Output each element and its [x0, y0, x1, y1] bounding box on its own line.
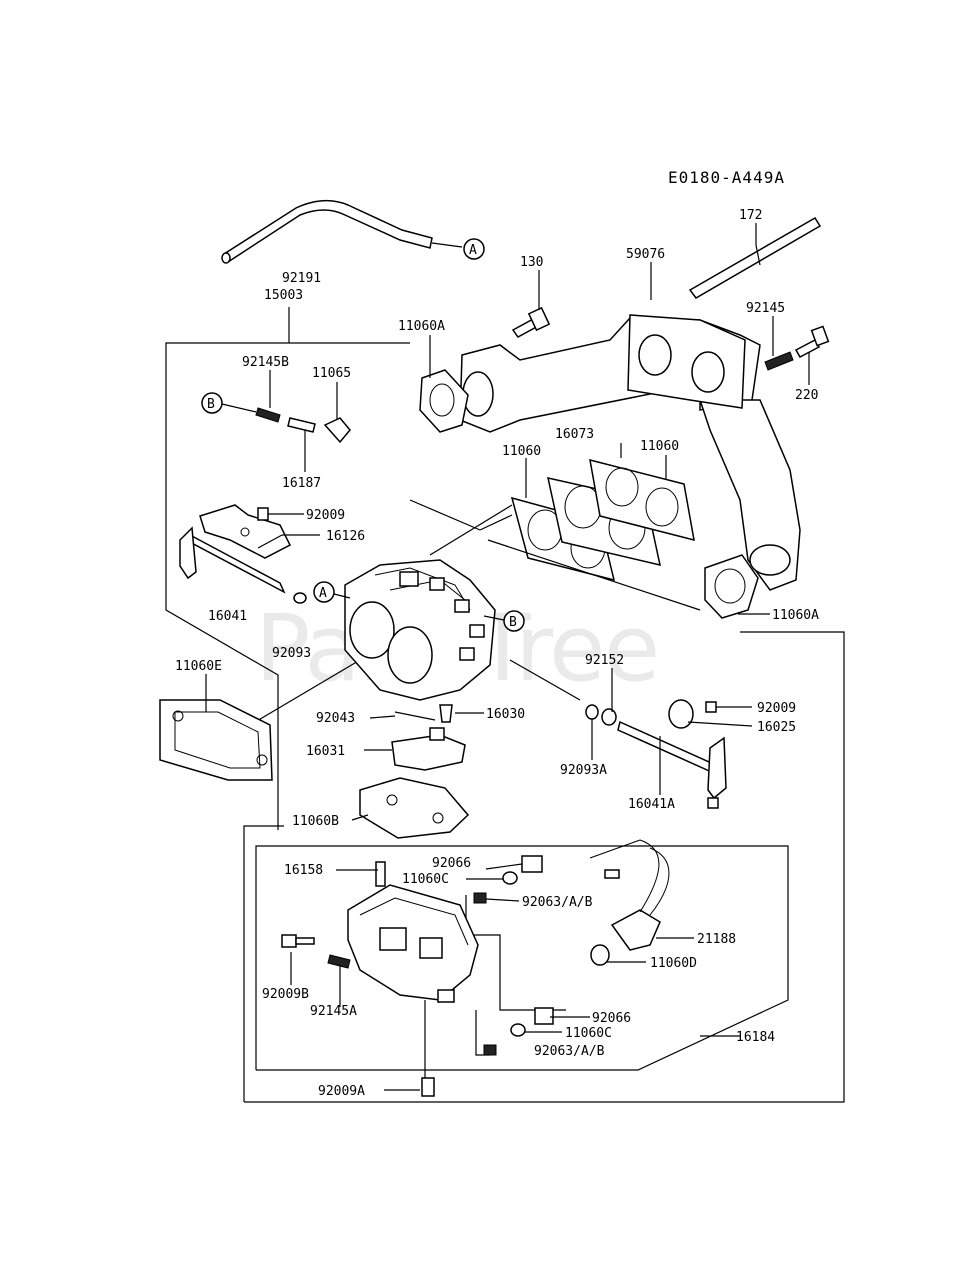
ref-marker-b-carb: B [483, 610, 525, 632]
carburetor-body [344, 559, 496, 701]
float-16031 [391, 727, 466, 771]
gasket-11060a-right [704, 554, 759, 619]
label-92145: 92145 [746, 301, 785, 316]
label-59076: 59076 [626, 247, 665, 262]
washer-92093a [585, 704, 599, 720]
svg-text:B: B [207, 397, 215, 412]
washer-11060c-bot [510, 1023, 526, 1037]
label-92093a: 92093A [560, 763, 607, 778]
choke-plate-16126 [199, 504, 292, 559]
stud-172 [688, 216, 822, 299]
label-11060-left: 11060 [502, 444, 541, 459]
label-16031: 16031 [306, 744, 345, 759]
ref-marker-a-top: A [463, 238, 485, 260]
leader-lines [205, 223, 810, 1091]
label-92066-top: 92066 [432, 856, 471, 871]
label-92063-top: 92063/A/B [522, 895, 593, 910]
label-92093: 92093 [272, 646, 311, 661]
label-11060a-top: 11060A [398, 319, 445, 334]
washer-11060c-top [502, 871, 518, 885]
label-92152: 92152 [585, 653, 624, 668]
label-92009a: 92009A [318, 1084, 365, 1099]
plug-92066-bot [534, 1007, 554, 1025]
label-11060e: 11060E [175, 659, 222, 674]
label-92043: 92043 [316, 711, 355, 726]
seal-92152 [601, 708, 617, 726]
screw-92009a [421, 1077, 435, 1097]
plug-92066-top [521, 855, 543, 873]
screw-92009-right [705, 701, 717, 713]
label-11060b: 11060B [292, 814, 339, 829]
ref-marker-a-carb: A [313, 581, 351, 603]
label-92066-bot: 92066 [592, 1011, 631, 1026]
label-15003: 15003 [264, 288, 303, 303]
gasket-11060a-top [419, 369, 469, 433]
part-labels: 172 59076 130 92145 220 92191 15003 1106… [175, 208, 819, 1099]
diagram-code: E0180-A449A [668, 168, 785, 187]
label-92009-top: 92009 [306, 508, 345, 523]
spring-92145a [327, 954, 351, 969]
gasket-11060-right [589, 458, 695, 542]
jet-16158 [375, 861, 386, 887]
flange-59076 [627, 314, 746, 409]
svg-text:B: B [509, 615, 517, 630]
float-chamber [347, 884, 479, 1003]
label-16158: 16158 [284, 863, 323, 878]
label-172: 172 [739, 208, 762, 223]
bolt-220 [794, 325, 830, 359]
bolt-130 [511, 306, 551, 338]
label-16187: 16187 [282, 476, 321, 491]
label-92145b: 92145B [242, 355, 289, 370]
fuel-hose [221, 199, 463, 264]
label-11060-right: 11060 [640, 439, 679, 454]
solenoid-21188 [589, 839, 670, 951]
spring-92145 [764, 351, 794, 371]
label-92063-bot: 92063/A/B [534, 1044, 605, 1059]
cap-11065 [323, 417, 351, 444]
washer-92093 [293, 592, 307, 604]
label-16126: 16126 [326, 529, 365, 544]
spring-92145b [255, 407, 281, 423]
screw-92009b [281, 934, 315, 948]
label-16030: 16030 [486, 707, 525, 722]
gasket-11060e [159, 699, 273, 781]
label-92009-right: 92009 [757, 701, 796, 716]
svg-text:A: A [319, 586, 327, 601]
label-92009b: 92009B [262, 987, 309, 1002]
jet-92063-top [473, 892, 487, 904]
label-16073: 16073 [555, 427, 594, 442]
gasket-11060b [359, 777, 470, 839]
label-21188: 21188 [697, 932, 736, 947]
label-16025: 16025 [757, 720, 796, 735]
label-16041a: 16041A [628, 797, 675, 812]
throttle-shaft-16041a [617, 720, 727, 809]
label-11060d: 11060D [650, 956, 697, 971]
label-11060a-right: 11060A [772, 608, 819, 623]
choke-shaft-16041 [179, 526, 286, 594]
label-16184: 16184 [736, 1030, 775, 1045]
label-92145a: 92145A [310, 1004, 357, 1019]
screw-92009-top [257, 507, 269, 521]
label-130: 130 [520, 255, 543, 270]
throttle-plate-16025 [668, 699, 694, 729]
label-11060c-bot: 11060C [565, 1026, 612, 1041]
gasket-11060d [590, 944, 610, 966]
label-220: 220 [795, 388, 818, 403]
svg-text:A: A [469, 243, 477, 258]
guide-lines [244, 499, 701, 729]
label-92191: 92191 [282, 271, 321, 286]
ref-marker-b-left: B [201, 392, 257, 414]
jet-92063-bot [483, 1044, 497, 1056]
label-16041: 16041 [208, 609, 247, 624]
needle-16030 [439, 704, 453, 723]
pin-92043 [394, 711, 436, 721]
assembly-frames [165, 307, 845, 1103]
screw-16187 [287, 417, 316, 433]
label-11060c-top: 11060C [402, 872, 449, 887]
label-11065: 11065 [312, 366, 351, 381]
